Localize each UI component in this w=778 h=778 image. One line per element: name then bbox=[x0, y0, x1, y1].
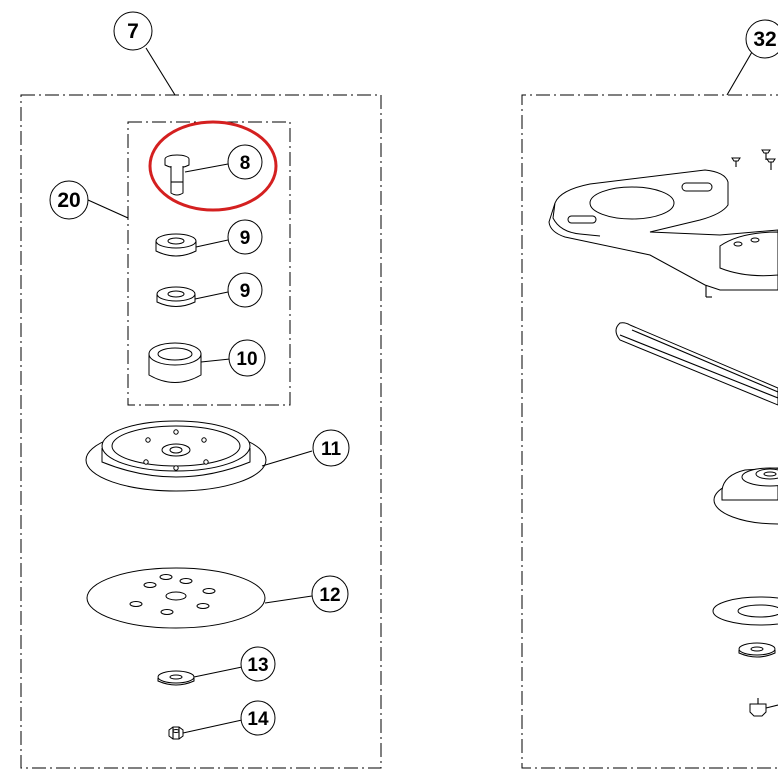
callout-11-label: 11 bbox=[321, 439, 342, 460]
part-9-bearing-upper[interactable] bbox=[155, 233, 197, 257]
callout-32-label: 32 bbox=[753, 28, 776, 51]
part-9-bearing-lower[interactable] bbox=[156, 286, 196, 307]
callout-8-label: 8 bbox=[240, 153, 251, 174]
belt[interactable] bbox=[615, 322, 778, 406]
callout-13-label: 13 bbox=[247, 655, 268, 676]
callout-14[interactable]: 14 bbox=[240, 700, 276, 736]
assembly-32: 32 bbox=[521, 19, 778, 769]
mounting-bracket[interactable] bbox=[548, 169, 778, 298]
part-13-washer[interactable] bbox=[157, 670, 195, 686]
callout-11[interactable]: 11 bbox=[312, 429, 350, 467]
assembly-7: 7 20 8 9 bbox=[20, 11, 382, 769]
callout-12[interactable]: 12 bbox=[311, 575, 349, 613]
callout-9-upper[interactable]: 9 bbox=[227, 219, 263, 255]
callout-9-lower[interactable]: 9 bbox=[227, 272, 263, 308]
highlight-ring bbox=[148, 120, 278, 212]
part-12-disc[interactable] bbox=[86, 567, 266, 629]
callout-10[interactable]: 10 bbox=[228, 339, 266, 377]
part-11-pulley[interactable] bbox=[85, 420, 267, 492]
assembly-7-boundary bbox=[20, 94, 382, 769]
callout-10-label: 10 bbox=[236, 349, 257, 370]
callout-12-label: 12 bbox=[319, 585, 340, 606]
callout-20-label: 20 bbox=[57, 189, 80, 212]
callout-9-upper-label: 9 bbox=[240, 228, 251, 249]
callout-8[interactable]: 8 bbox=[227, 144, 263, 180]
bolt[interactable] bbox=[749, 698, 778, 717]
part-14-nut[interactable] bbox=[168, 726, 184, 740]
callout-20[interactable]: 20 bbox=[49, 180, 89, 220]
small-washer[interactable] bbox=[738, 642, 776, 658]
spacer-ring[interactable] bbox=[712, 596, 778, 626]
callout-9-lower-label: 9 bbox=[240, 281, 251, 302]
callout-7-label: 7 bbox=[127, 20, 139, 43]
callout-14-label: 14 bbox=[247, 709, 269, 730]
drive-pulley[interactable] bbox=[713, 467, 778, 525]
callout-7[interactable]: 7 bbox=[113, 11, 153, 51]
screws[interactable] bbox=[731, 149, 776, 170]
callout-32[interactable]: 32 bbox=[745, 19, 778, 59]
callout-13[interactable]: 13 bbox=[240, 646, 276, 682]
part-10-housing[interactable] bbox=[148, 342, 202, 383]
assembly-32-boundary bbox=[521, 94, 778, 769]
part-8-pin[interactable] bbox=[164, 154, 190, 196]
